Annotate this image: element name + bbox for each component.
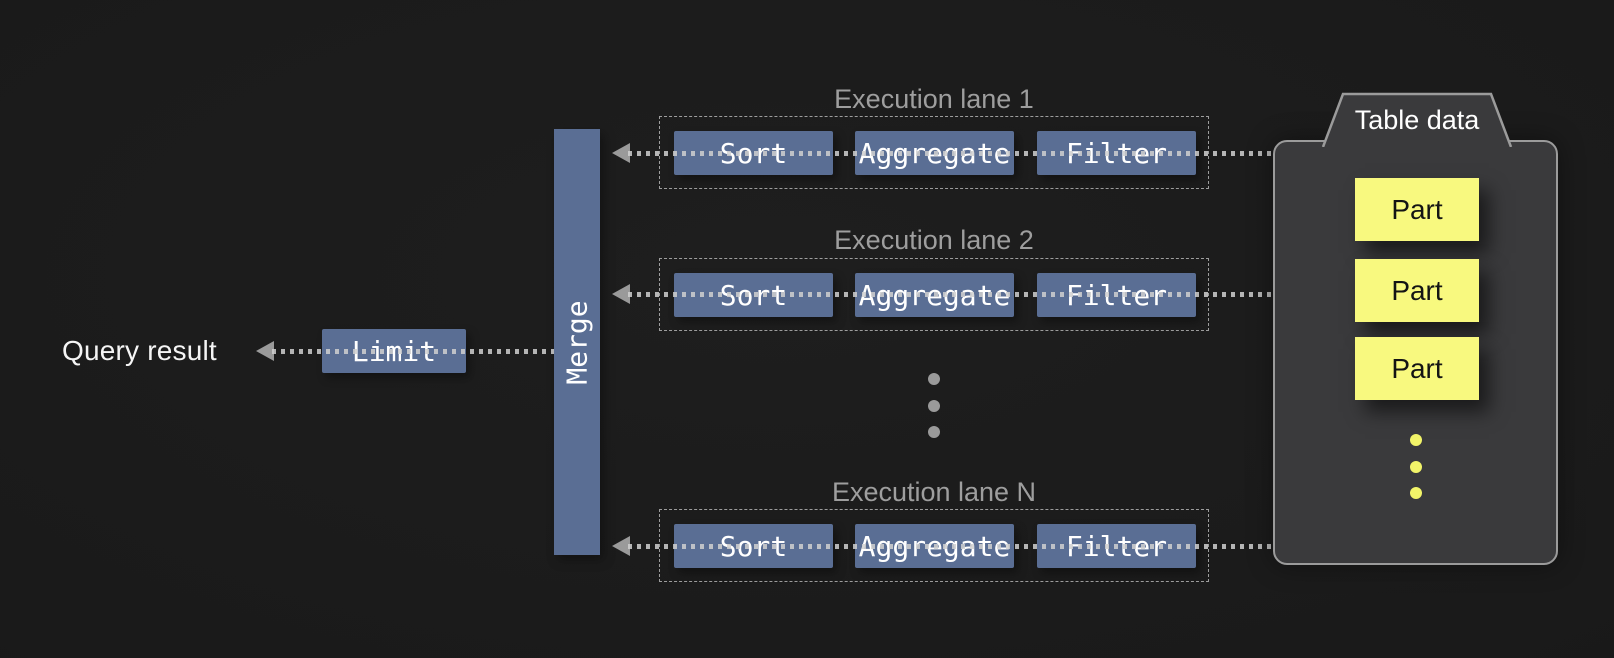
lane-ellipsis-dot [928, 400, 940, 412]
arrow-left-icon [256, 341, 274, 361]
dotted-connector-limit [272, 349, 554, 354]
table-data-title: Table data [1354, 105, 1480, 135]
merge-bar: Merge [554, 129, 600, 555]
dotted-connector-lane-1 [628, 151, 1273, 156]
lane-ellipsis-dot [928, 426, 940, 438]
part-ellipsis-dot [1410, 434, 1422, 446]
lane-n-title: Execution lane N [831, 477, 1037, 507]
table-data-tab [1321, 92, 1513, 147]
part-box: Part [1355, 259, 1479, 322]
lane-ellipsis-dot [928, 373, 940, 385]
lane-1-title: Execution lane 1 [834, 84, 1034, 114]
part-ellipsis-dot [1410, 461, 1422, 473]
arrow-left-icon [612, 284, 630, 304]
part-box: Part [1355, 337, 1479, 400]
part-label: Part [1391, 193, 1443, 225]
part-label: Part [1391, 274, 1443, 306]
dotted-connector-lane-n [628, 544, 1273, 549]
lane-2-title: Execution lane 2 [834, 225, 1034, 255]
part-ellipsis-dot [1410, 487, 1422, 499]
arrow-left-icon [612, 536, 630, 556]
part-box: Part [1355, 178, 1479, 241]
query-result-label: Query result [62, 335, 217, 366]
arrow-left-icon [612, 143, 630, 163]
part-label: Part [1391, 352, 1443, 384]
dotted-connector-lane-2 [628, 292, 1273, 297]
merge-label: Merge [560, 299, 594, 385]
